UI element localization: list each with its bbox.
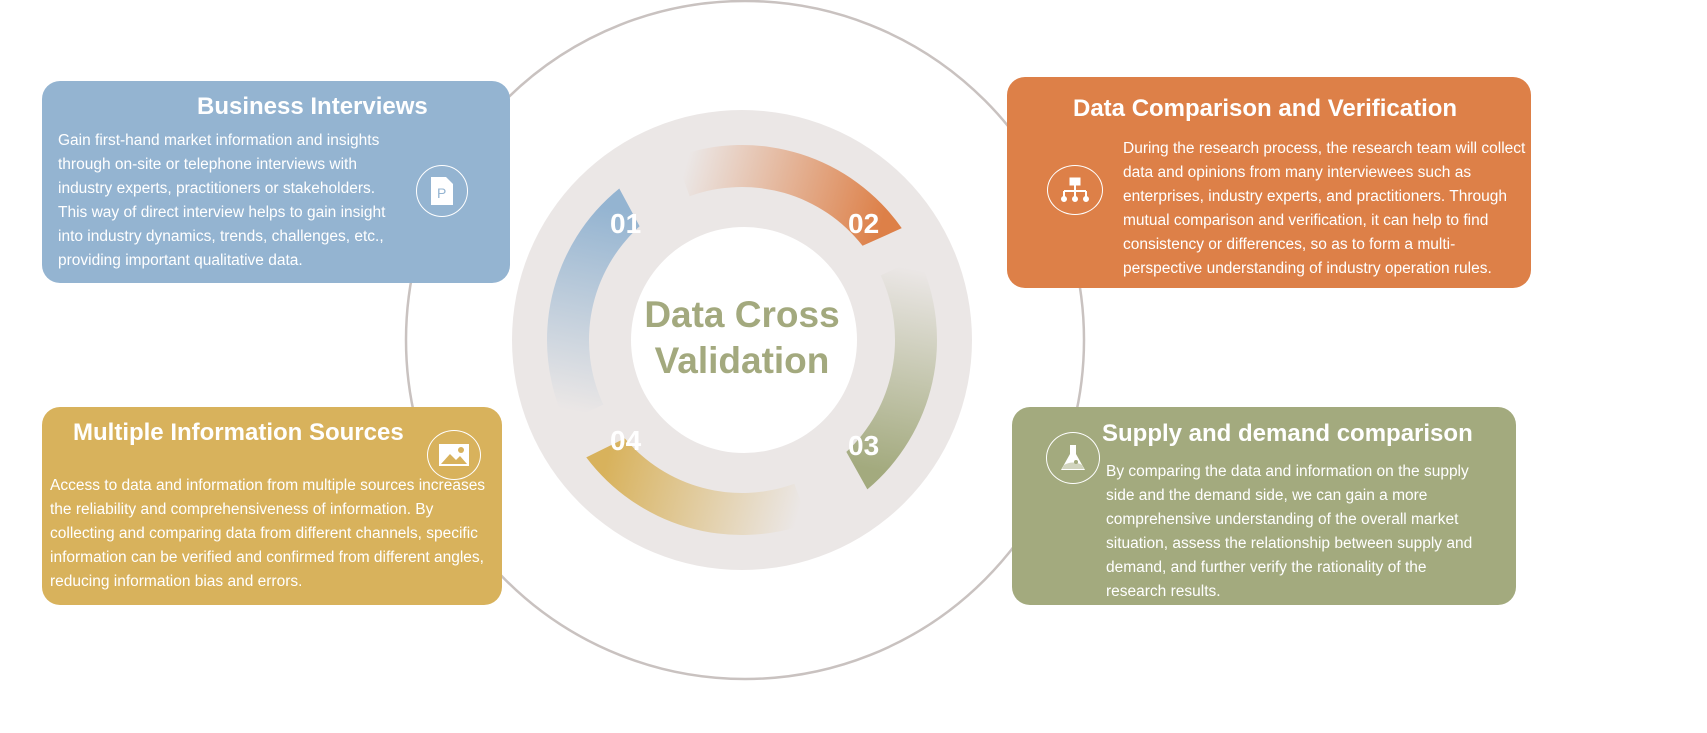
card-title: Business Interviews [197, 93, 428, 120]
center-title: Data Cross Validation [644, 294, 840, 381]
arc-segment-02 [675, 145, 902, 246]
outer-circle [404, 0, 1086, 681]
card-title: Multiple Information Sources [73, 419, 404, 446]
flask-icon [1046, 432, 1100, 484]
card-text: Gain first-hand market information and i… [58, 132, 386, 269]
card-supply-demand: Supply and demand comparison By comparin… [1012, 407, 1516, 605]
hierarchy-icon [1047, 165, 1103, 215]
card-title: Data Comparison and Verification [1073, 95, 1458, 122]
image-icon [427, 430, 481, 480]
arc-segment-01 [547, 188, 640, 423]
step-number-02: 02 [848, 208, 880, 239]
arc-segment-04 [586, 438, 809, 535]
card-data-comparison: Data Comparison and Verification During … [1007, 77, 1531, 288]
card-business-interviews: Business Interviews Gain first-hand mark… [42, 81, 510, 283]
card-text: During the research process, the researc… [1123, 140, 1526, 277]
card-multiple-sources: Multiple Information Sources Access to d… [42, 407, 502, 605]
document-icon: P [416, 165, 468, 217]
step-number-01: 01 [610, 208, 642, 239]
card-text: Access to data and information from mult… [50, 477, 486, 590]
arc-segment-03 [846, 257, 938, 490]
step-number-03: 03 [848, 430, 880, 461]
card-title: Supply and demand comparison [1102, 420, 1473, 447]
svg-text:P: P [437, 185, 446, 201]
card-text: By comparing the data and information on… [1106, 463, 1473, 600]
inner-circle [631, 227, 857, 453]
step-number-04: 04 [610, 425, 642, 456]
